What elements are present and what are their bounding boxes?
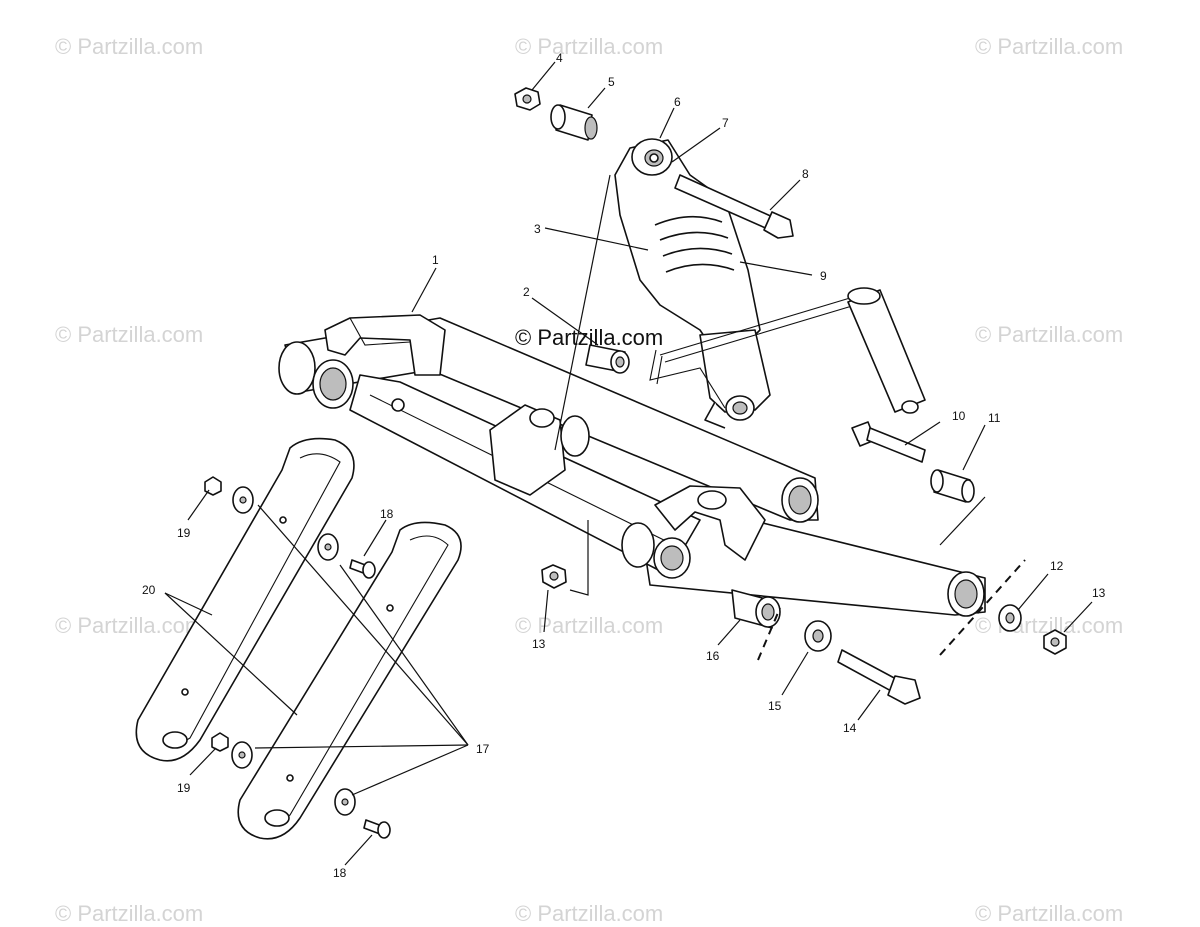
callout-3: 3 xyxy=(534,222,541,236)
ref-line xyxy=(569,520,589,596)
callout-20: 20 xyxy=(142,583,156,597)
bolt-8 xyxy=(674,174,794,239)
ref-line xyxy=(554,174,611,451)
callout-11: 11 xyxy=(988,411,1001,425)
leader-lines xyxy=(164,61,1093,866)
callout-13-right: 13 xyxy=(1092,586,1106,600)
callout-14: 14 xyxy=(843,721,857,735)
callout-9: 9 xyxy=(820,269,827,283)
callout-1: 1 xyxy=(432,253,439,267)
link-arm-right xyxy=(237,521,462,840)
watermark: © Partzilla.com xyxy=(975,322,1124,347)
callout-18-top: 18 xyxy=(380,507,394,521)
nut-13-left-hole xyxy=(549,571,559,581)
callout-12: 12 xyxy=(1050,559,1064,573)
callout-2: 2 xyxy=(523,285,530,299)
callout-4: 4 xyxy=(556,51,563,65)
callout-19-top: 19 xyxy=(177,526,191,540)
axis-dash xyxy=(939,559,1026,656)
bolt-18-top xyxy=(349,559,376,579)
washer-17-hole xyxy=(324,543,332,551)
callout-7: 7 xyxy=(722,116,729,130)
shock-absorber xyxy=(614,138,926,429)
bolt-14 xyxy=(837,649,921,705)
watermark: © Partzilla.com xyxy=(515,613,664,638)
sleeve-2 xyxy=(585,344,630,374)
watermark: © Partzilla.com xyxy=(975,34,1124,59)
watermark: © Partzilla.com xyxy=(55,901,204,926)
nut-13-right-hole xyxy=(1050,637,1060,647)
washer-12-hole xyxy=(1005,612,1015,624)
bushing-16 xyxy=(731,589,781,629)
watermark: © Partzilla.com xyxy=(55,34,204,59)
link-arm-left xyxy=(135,437,355,762)
washer-17-hole xyxy=(341,798,349,806)
nut-19-bottom xyxy=(211,732,229,752)
watermark: © Partzilla.com xyxy=(515,34,664,59)
bolt-18-bottom xyxy=(363,819,391,839)
washer-15-hole xyxy=(812,629,824,643)
callout-15: 15 xyxy=(768,699,782,713)
watermark: © Partzilla.com xyxy=(515,901,664,926)
callout-13-left: 13 xyxy=(532,637,546,651)
sleeve-5 xyxy=(550,104,598,141)
callout-17: 17 xyxy=(476,742,490,756)
callout-5: 5 xyxy=(608,75,615,89)
callouts: 1 2 3 4 5 6 7 8 9 10 11 12 13 13 14 15 1… xyxy=(142,51,1106,880)
callout-10: 10 xyxy=(952,409,966,423)
washer-17-hole xyxy=(239,496,247,504)
callout-16: 16 xyxy=(706,649,720,663)
ref-line xyxy=(939,496,986,546)
washer-17-hole xyxy=(238,751,246,759)
callout-18-bottom: 18 xyxy=(333,866,347,880)
nut-4-hole xyxy=(522,94,532,104)
swing-arm xyxy=(278,314,986,617)
callout-19-bottom: 19 xyxy=(177,781,191,795)
callout-6: 6 xyxy=(674,95,681,109)
sleeve-11 xyxy=(930,469,975,503)
bolt-10 xyxy=(851,421,926,463)
watermark: © Partzilla.com xyxy=(975,901,1124,926)
axis-dash xyxy=(757,607,781,661)
watermark: © Partzilla.com xyxy=(55,322,204,347)
watermark: © Partzilla.com xyxy=(55,613,204,638)
callout-8: 8 xyxy=(802,167,809,181)
